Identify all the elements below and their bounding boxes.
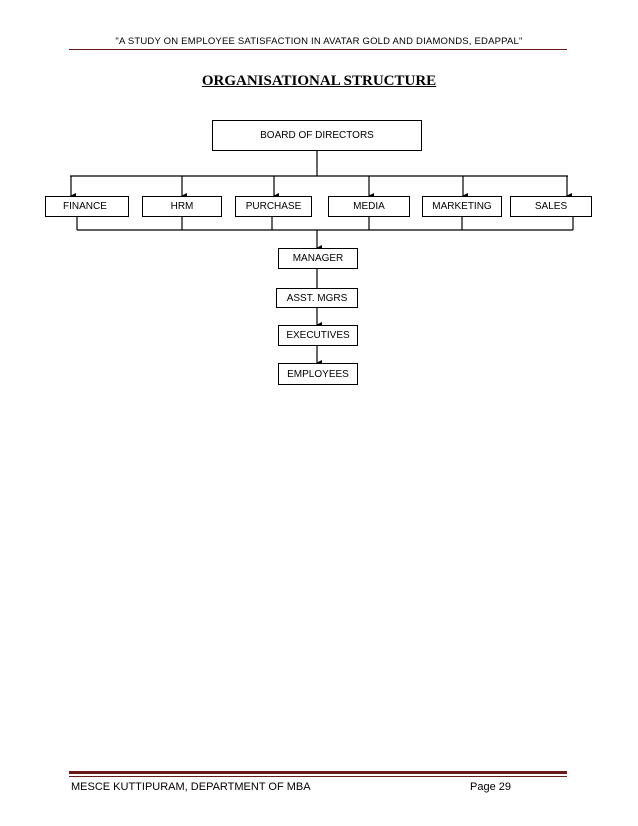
running-header: "A STUDY ON EMPLOYEE SATISFACTION IN AVA… bbox=[115, 36, 523, 47]
node-employees: EMPLOYEES bbox=[278, 363, 358, 385]
node-asst-mgrs: ASST. MGRS bbox=[276, 288, 358, 308]
footer-department: MESCE KUTTIPURAM, DEPARTMENT OF MBA bbox=[71, 781, 311, 793]
node-board-of-directors: BOARD OF DIRECTORS bbox=[212, 120, 422, 151]
node-media: MEDIA bbox=[328, 196, 410, 217]
node-hrm: HRM bbox=[142, 196, 222, 217]
footer-divider-thin bbox=[69, 776, 567, 777]
footer-page-number: Page 29 bbox=[470, 781, 511, 793]
header-divider bbox=[69, 49, 567, 50]
node-executives: EXECUTIVES bbox=[278, 325, 358, 346]
node-purchase: PURCHASE bbox=[235, 196, 312, 217]
node-marketing: MARKETING bbox=[422, 196, 502, 217]
node-manager: MANAGER bbox=[278, 248, 358, 269]
node-finance: FINANCE bbox=[45, 196, 129, 217]
footer-divider-thick bbox=[69, 771, 567, 774]
page-title: ORGANISATIONAL STRUCTURE bbox=[201, 73, 437, 89]
node-sales: SALES bbox=[510, 196, 592, 217]
